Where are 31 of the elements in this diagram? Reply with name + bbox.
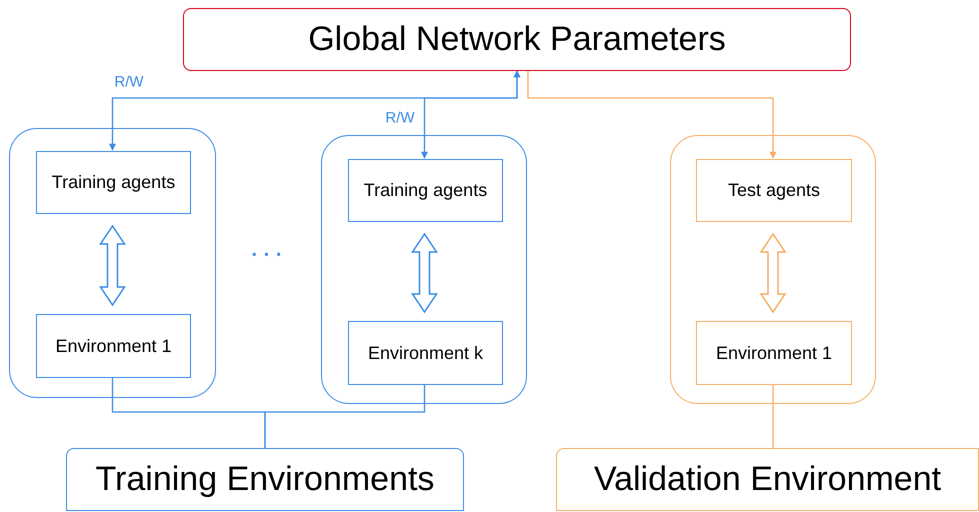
process-box <box>348 321 503 385</box>
edge-label: R/W <box>113 74 145 90</box>
process-box <box>348 159 503 222</box>
node-label: Validation Environment <box>594 459 942 500</box>
group-container <box>670 135 876 404</box>
node-label: Test agents <box>728 179 820 202</box>
node-label: Environment 1 <box>55 334 172 358</box>
process-box <box>36 151 191 214</box>
double-arrow <box>99 224 126 306</box>
node-label: Training Environments <box>96 459 434 500</box>
process-box <box>696 159 852 222</box>
ellipsis-label: · · · <box>251 245 283 265</box>
group-container <box>321 135 527 404</box>
node-label: Global Network Parameters <box>308 19 726 60</box>
group-container <box>9 128 216 398</box>
node-label: Environment 1 <box>716 342 832 364</box>
arrow <box>527 71 776 159</box>
title-box <box>183 8 851 71</box>
connector-line <box>772 384 774 448</box>
title-box <box>556 448 979 511</box>
node-label: Environment k <box>368 342 484 364</box>
node-label: Training agents <box>364 179 488 202</box>
edge-label: R/W <box>384 110 416 126</box>
double-arrow <box>411 232 438 314</box>
arrow <box>421 70 520 159</box>
title-box <box>66 448 464 511</box>
process-box <box>36 314 191 378</box>
process-box <box>696 321 852 385</box>
double-arrow <box>760 232 786 314</box>
connector-line <box>264 384 426 448</box>
node-label: Training agents <box>52 171 176 194</box>
